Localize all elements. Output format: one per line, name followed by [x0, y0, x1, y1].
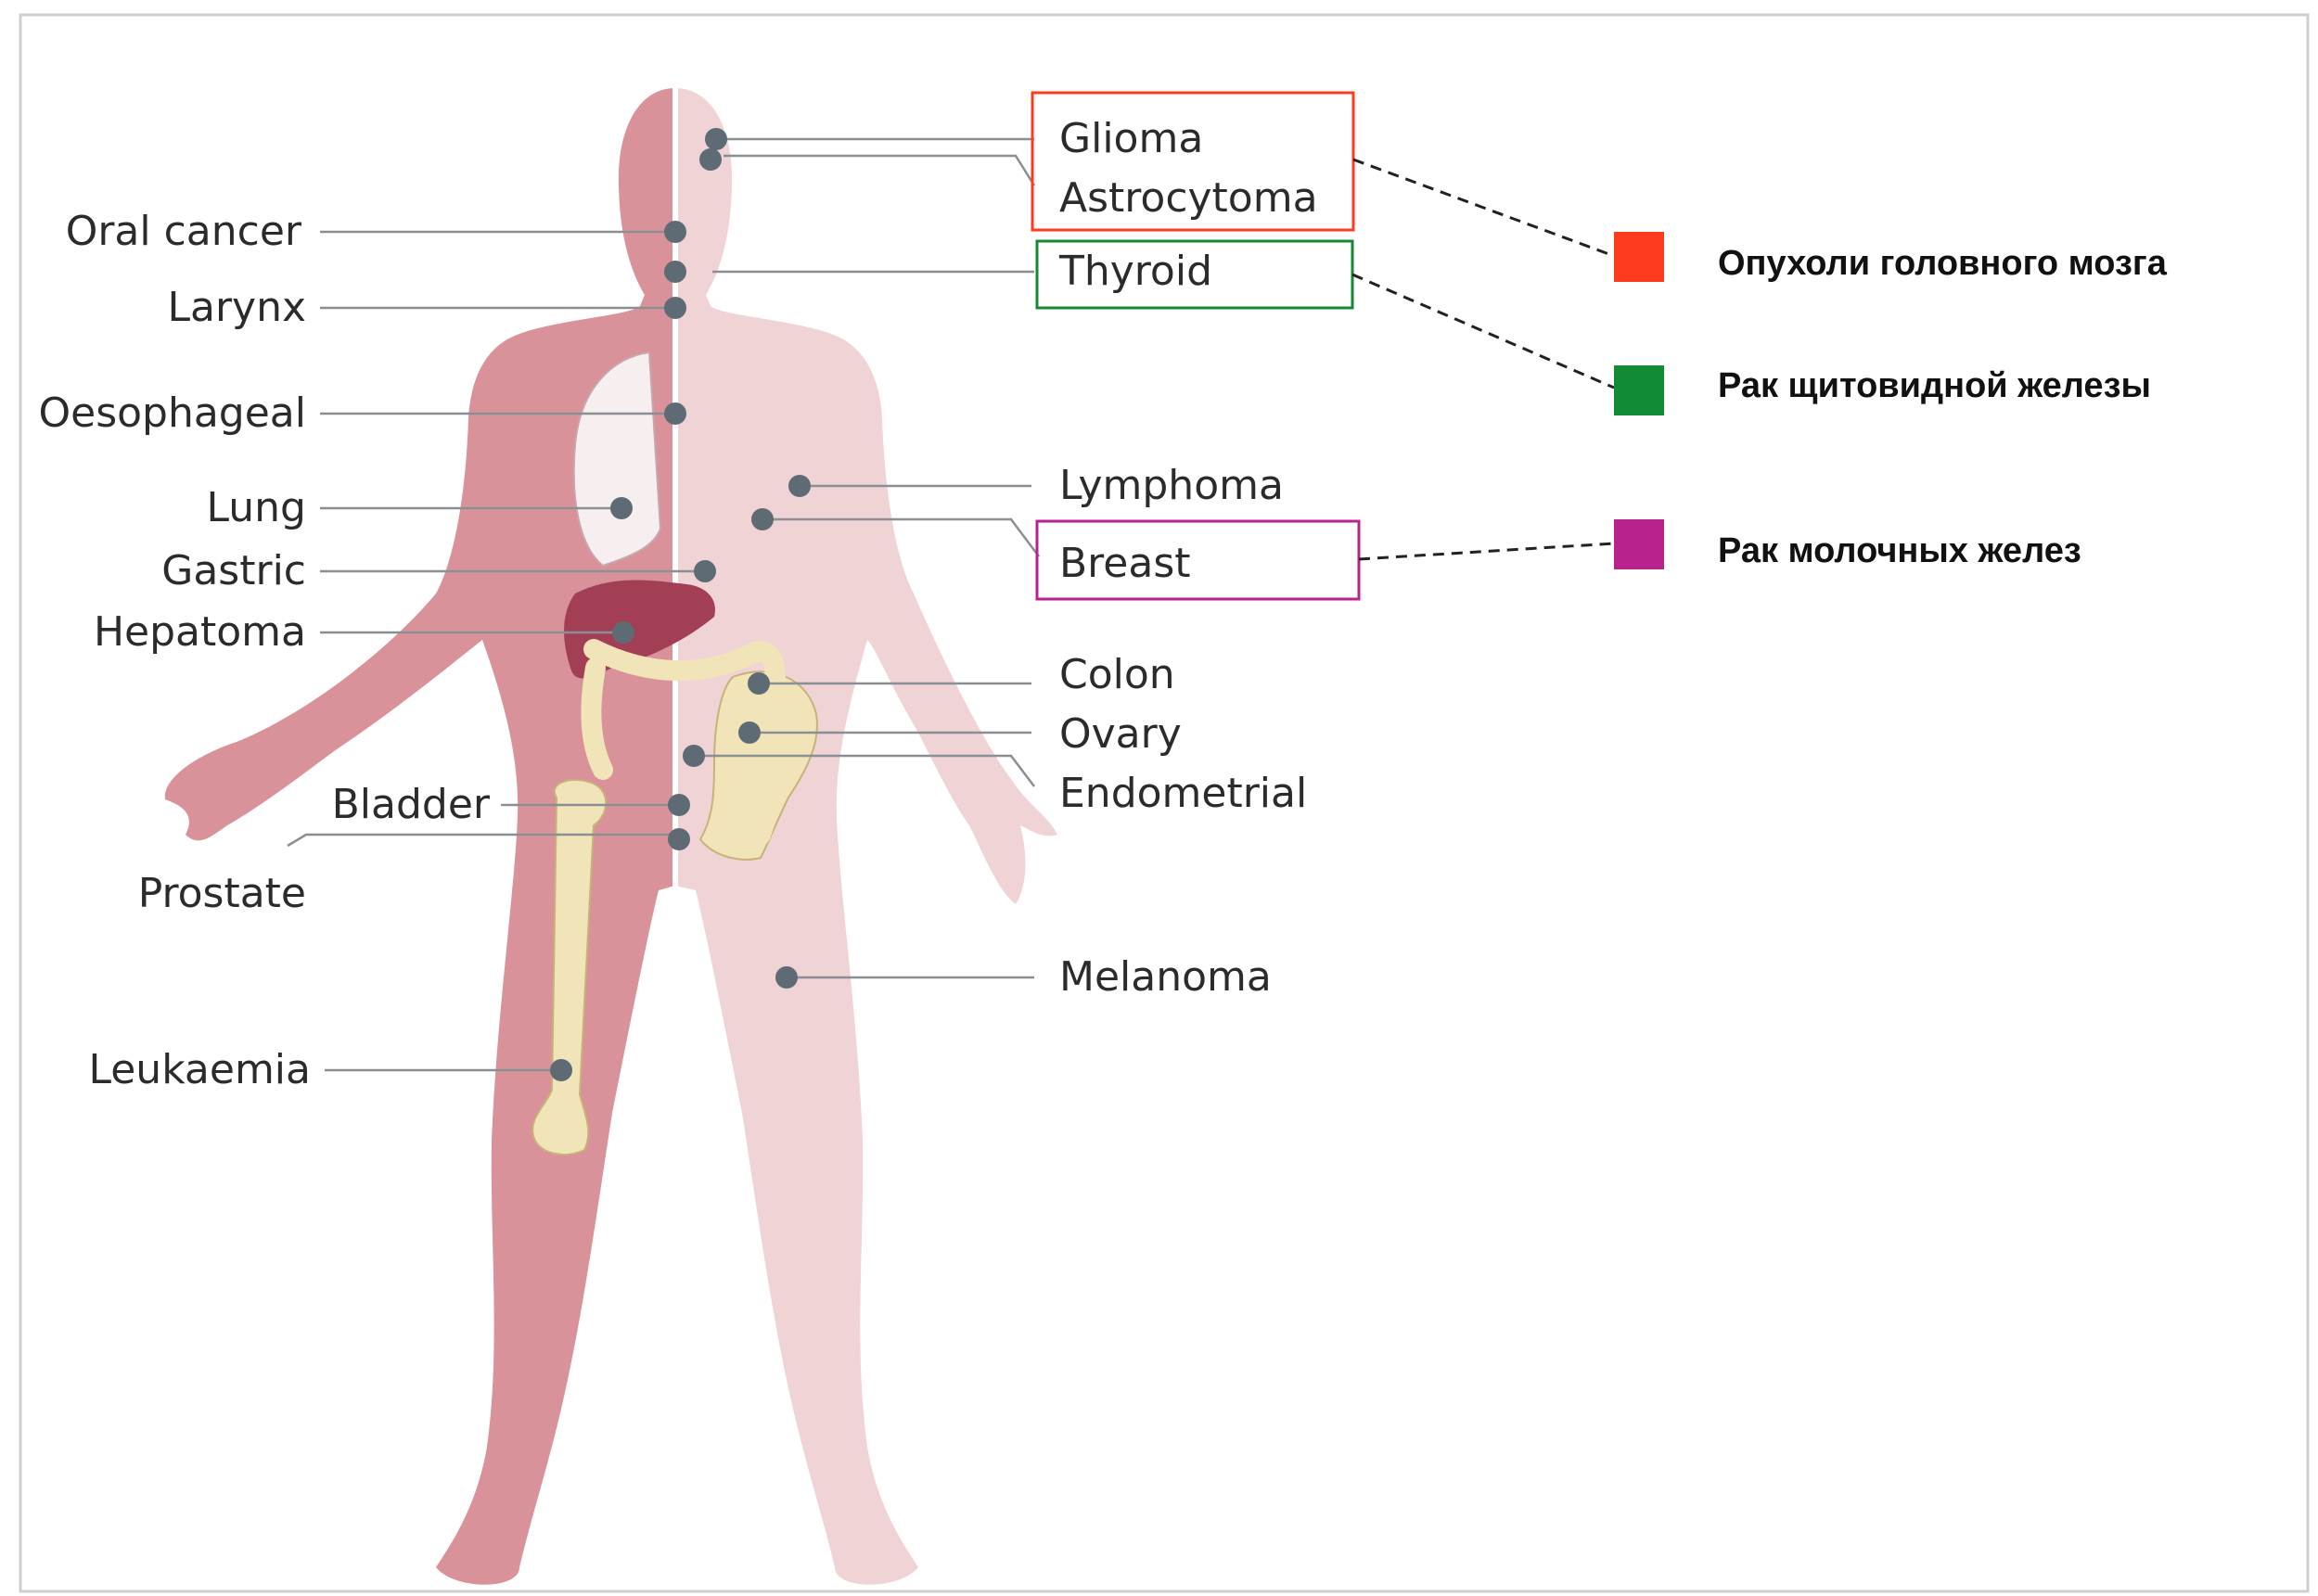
- label-colon: Colon: [1059, 651, 1175, 698]
- label-lung: Lung: [207, 484, 306, 531]
- legend: Опухоли головного мозга Рак щитовидной ж…: [1614, 232, 2168, 570]
- label-endometrial: Endometrial: [1059, 770, 1307, 817]
- label-oral-cancer: Oral cancer: [66, 208, 302, 255]
- marker-oesophageal: [664, 402, 686, 425]
- label-larynx: Larynx: [167, 284, 306, 331]
- marker-lymphoma: [788, 475, 811, 497]
- colon-ascending-shape: [591, 668, 603, 770]
- marker-melanoma: [775, 966, 798, 989]
- legend-label-brain: Опухоли головного мозга: [1718, 244, 2168, 283]
- marker-oral: [664, 221, 686, 243]
- label-astrocytoma: Astrocytoma: [1059, 174, 1318, 222]
- label-bladder: Bladder: [332, 781, 491, 828]
- label-gastric: Gastric: [161, 547, 306, 594]
- label-prostate: Prostate: [138, 870, 306, 917]
- marker-breast: [751, 508, 774, 530]
- marker-thyroid: [664, 261, 686, 283]
- marker-colon: [748, 672, 770, 695]
- marker-endometrial: [683, 745, 705, 767]
- marker-prostate: [668, 828, 690, 850]
- legend-label-breast: Рак молочных желез: [1718, 531, 2081, 570]
- label-lymphoma: Lymphoma: [1059, 462, 1284, 509]
- label-breast: Breast: [1059, 540, 1191, 587]
- marker-bladder: [668, 794, 690, 816]
- legend-swatch-thyroid: [1614, 365, 1664, 415]
- legend-swatch-breast: [1614, 519, 1664, 569]
- marker-larynx: [664, 297, 686, 319]
- marker-ovary: [738, 721, 761, 744]
- label-hepatoma: Hepatoma: [94, 608, 306, 656]
- label-leukaemia: Leukaemia: [89, 1046, 312, 1093]
- marker-lung: [610, 497, 633, 519]
- label-oesophageal: Oesophageal: [38, 389, 306, 437]
- marker-glioma: [705, 128, 727, 150]
- marker-astrocytoma: [699, 148, 722, 171]
- legend-connectors: [1352, 160, 1614, 559]
- marker-hepatoma: [612, 621, 634, 644]
- right-labels: Glioma Astrocytoma Thyroid Lymphoma Brea…: [1058, 115, 1318, 1001]
- label-glioma: Glioma: [1059, 115, 1203, 162]
- legend-label-thyroid: Рак щитовидной железы: [1718, 366, 2151, 405]
- marker-leukaemia: [550, 1059, 572, 1081]
- label-melanoma: Melanoma: [1059, 953, 1272, 1001]
- label-thyroid: Thyroid: [1058, 248, 1212, 295]
- marker-gastric: [694, 560, 716, 582]
- legend-swatch-brain: [1614, 232, 1664, 282]
- label-ovary: Ovary: [1059, 710, 1182, 758]
